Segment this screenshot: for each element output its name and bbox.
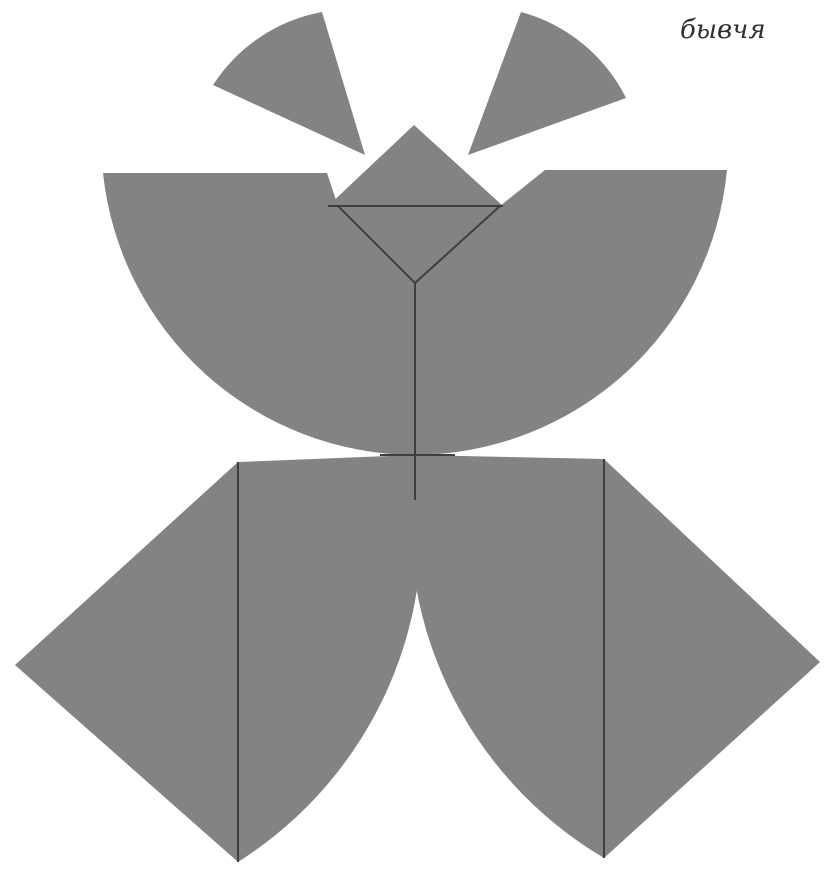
right-ear-sector bbox=[468, 12, 626, 155]
left-leg-sector bbox=[238, 455, 422, 862]
left-leg-triangle bbox=[15, 462, 238, 862]
left-ear-sector bbox=[213, 12, 365, 155]
right-leg-triangle bbox=[604, 459, 820, 858]
caption-text: бывчя bbox=[680, 14, 820, 46]
right-leg-sector bbox=[410, 455, 604, 858]
